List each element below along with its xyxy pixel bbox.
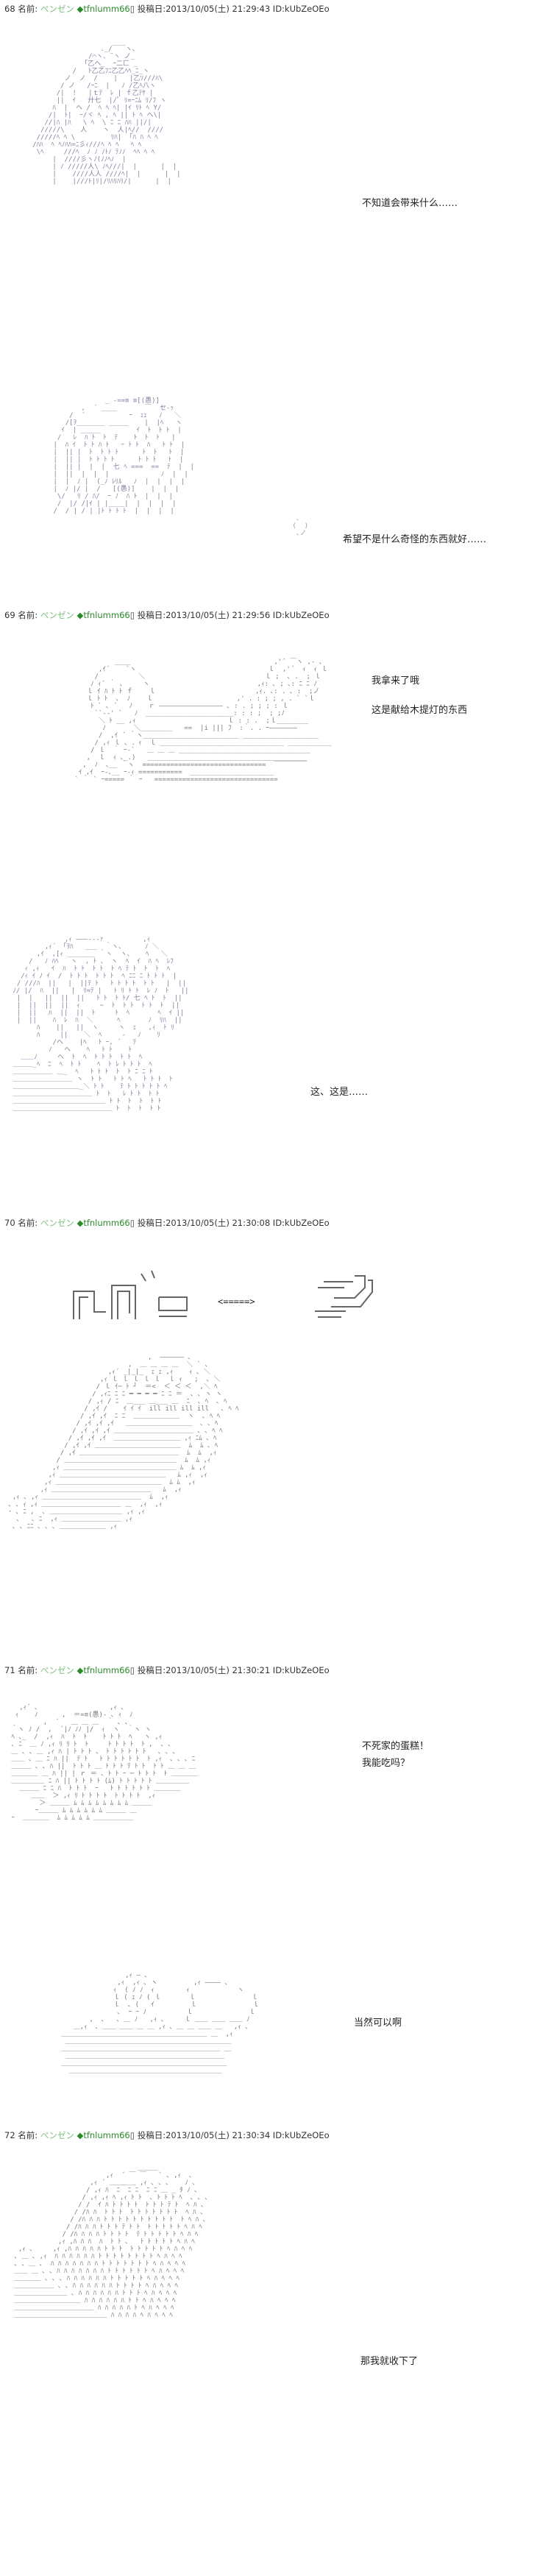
ascii-art-character-1: ._/￣￣ヽ、 /⌒ヽ、¨ヽ ノ_ ｢乙ヘ_ ｰ二匚 _ / ﾄ乙乙ﾌﾆ乙乙ﾍﾍ… [32,46,181,185]
poster-trip: ◆tfnlumm66 [77,1665,130,1675]
ascii-art-character-2: _ -==≡ ≡[(愚)] , ´ ____ ￣ セ-ｯ / ´ ｰ ｪｪ ﾉ … [53,397,194,515]
separator: ▯ [129,1218,135,1228]
post-datetime: 2013/10/05(土) 21:30:08 [166,1218,271,1228]
name-label: 名前: [18,1665,38,1675]
dialog-line: 不死家的蛋糕！ [362,1741,430,1752]
dialog-line: 我拿来了哦 [372,675,420,686]
separator: ▯ [129,2130,135,2140]
date-label: 投稿日: [137,610,166,620]
post-header-69: 69 名前: ぺンゼン ◆tfnlumm66▯ 投稿日:2013/10/05(土… [4,609,330,621]
date-label: 投稿日: [137,2130,166,2140]
poster-name: ぺンゼン [40,610,74,620]
date-label: 投稿日: [137,1665,166,1675]
separator: ▯ [129,610,135,620]
ascii-art-cake-presentation: ____ ,'´ ￣ヽ ,- ､ ,ｲ´ `ヽ ｌ ,'´ ｨ ｨ ｌ / ＼ … [74,659,332,784]
post-datetime: 2013/10/05(土) 21:29:56 [166,610,271,620]
post-id: ID:kUbZeOEo [272,610,330,620]
post-header-71: 71 名前: ぺンゼン ◆tfnlumm66▯ 投稿日:2013/10/05(土… [4,1664,330,1676]
arrow-symbol: <=====> [218,1296,255,1307]
dialog-line: 希望不是什么奇怪的东西就好…… [343,534,487,545]
post-number: 70 [4,1218,15,1228]
post-id: ID:kUbZeOEo [272,2130,330,2140]
poster-name: ぺンゼン [40,1218,74,1228]
poster-trip: ◆tfnlumm66 [77,2130,130,2140]
ascii-art-character-surprised: ,ｨ ―――---ｧ ,ｨ ,ｨ´ 「ｦﾊ ___ ｀ヽ、 ﾉ ＼ ,ｲ ,[ｨ… [13,936,189,1113]
post-id: ID:kUbZeOEo [272,1665,330,1675]
dialog-line: 这是献给木提灯的东西 [372,705,468,716]
name-label: 名前: [18,610,38,620]
name-label: 名前: [18,1218,38,1228]
post-number: 68 [4,4,15,14]
date-label: 投稿日: [137,4,166,14]
post-datetime: 2013/10/05(土) 21:29:43 [166,4,271,14]
ascii-art-bubble: ､ ( ) ､ノ [292,515,309,537]
post-number: 71 [4,1665,15,1675]
poster-trip: ◆tfnlumm66 [77,1218,130,1228]
post-header-70: 70 名前: ぺンゼン ◆tfnlumm66▯ 投稿日:2013/10/05(土… [4,1217,330,1229]
ascii-art-character-excited: ,ｨ´ ､ ,ｨ ､ ｨ ﾉ , ＝=≡(愚)‐ ､ ｨ ﾉ , ´ ＿ ＿ ＿… [11,1704,198,1822]
name-label: 名前: [18,4,38,14]
poster-name: ぺンゼン [40,4,74,14]
dialog-line: 那我就收下了 [360,2356,419,2367]
post-datetime: 2013/10/05(土) 21:30:34 [166,2130,271,2140]
name-label: 名前: [18,2130,38,2140]
transform-symbol-left [73,1270,188,1319]
dialog-line: 我能吃吗？ [362,1758,411,1769]
date-label: 投稿日: [137,1218,166,1228]
dialog-line: 不知道会带来什么…… [362,198,458,209]
ascii-art-flower-character: ,ｨ ― ､ ,ｨ ,ｨ ､ ヽ ,ｨ ―――― ､ ｨ ( ﾉ ﾉ ｨ ｨ ヽ… [61,1972,260,2075]
post-header-68: 68 名前: ぺンゼン ◆tfnlumm66▯ 投稿日:2013/10/05(土… [4,3,330,15]
dialog-line: 这、这是…… [310,1087,369,1098]
separator: ▯ [129,1665,135,1675]
post-datetime: 2013/10/05(土) 21:30:21 [166,1665,271,1675]
poster-name: ぺンゼン [40,1665,74,1675]
transform-symbol-right [315,1275,373,1318]
post-id: ID:kUbZeOEo [272,1218,330,1228]
post-number: 72 [4,2130,15,2140]
poster-trip: ◆tfnlumm66 [77,610,130,620]
post-header-72: 72 名前: ぺンゼン ◆tfnlumm66▯ 投稿日:2013/10/05(土… [4,2129,330,2141]
post-number: 69 [4,610,15,620]
post-id: ID:kUbZeOEo [272,4,330,14]
separator: ▯ [129,4,135,14]
dialog-line: 当然可以啊 [354,2018,402,2029]
poster-name: ぺンゼン [40,2130,74,2140]
ascii-art-character-eating: ＿＿＿ ,ｨ ´ ￣ ￣ ` ､ ,ｨ ､ ,ｨ ´ ＿＿＿＿ ,ｨ ､ ､ ､… [14,2165,208,2319]
poster-trip: ◆tfnlumm66 [77,4,130,14]
ascii-art-cake: , ―――――― ､ , ＿ ＿ ＿ ＿ ＼ ` ､ ,ｨ´ _|_|_ ｪ ｪ… [8,1354,239,1530]
